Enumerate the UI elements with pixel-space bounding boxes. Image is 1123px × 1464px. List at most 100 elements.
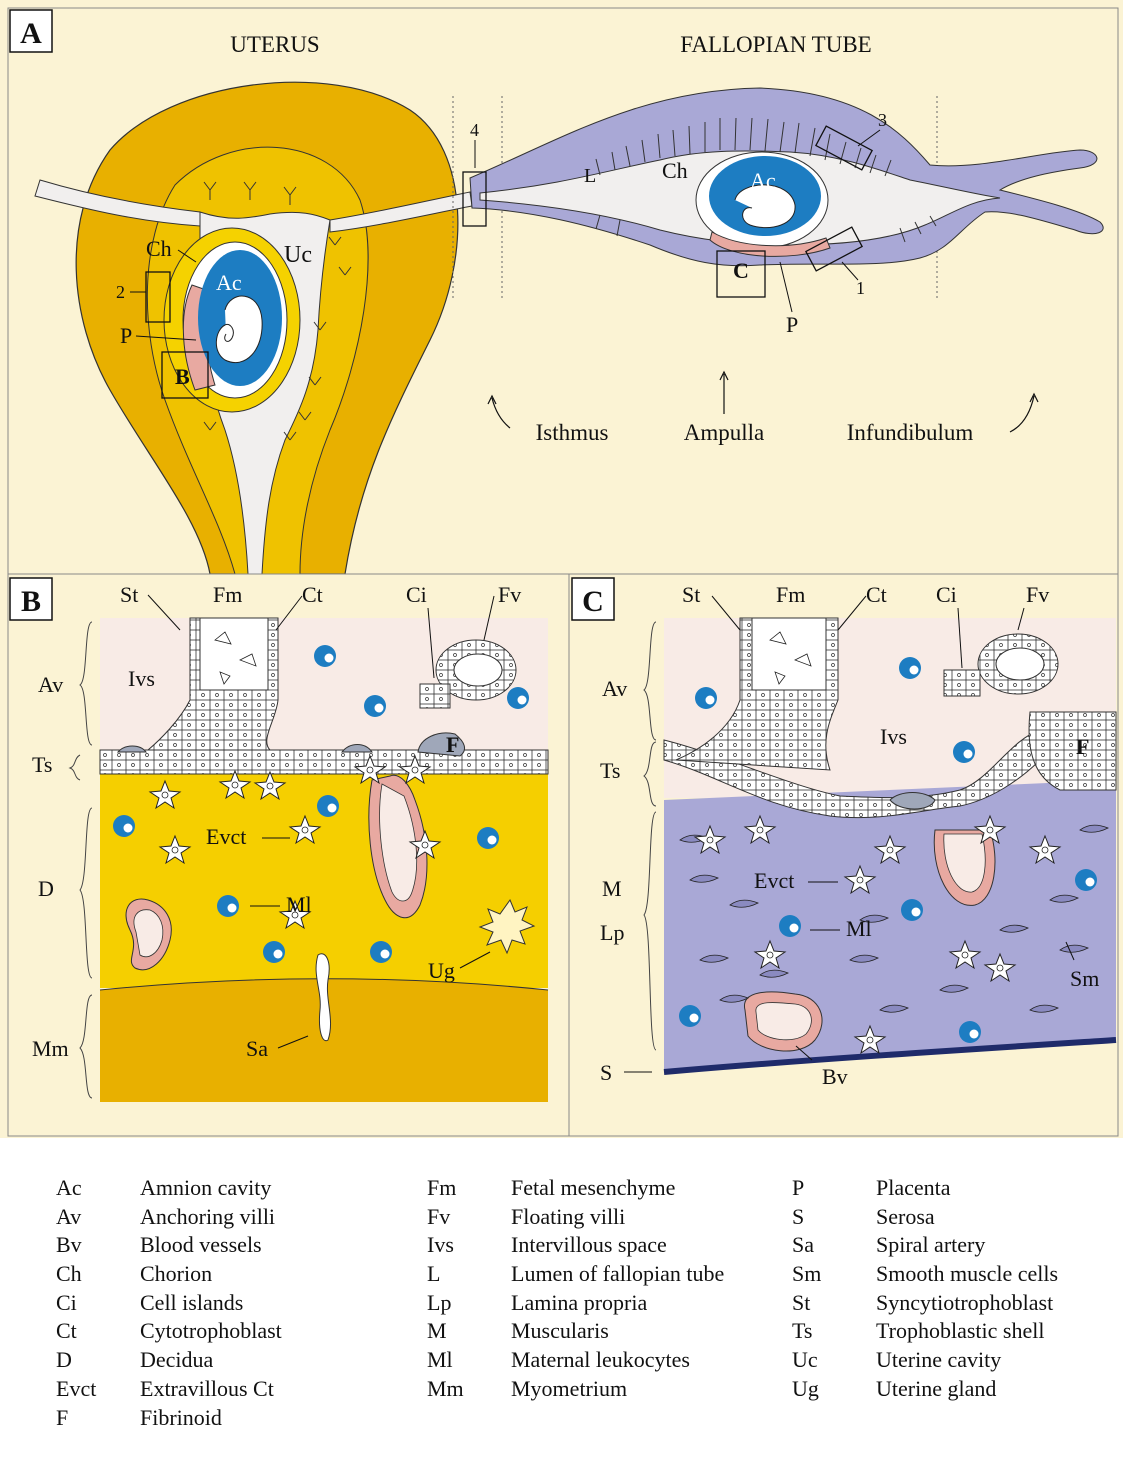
panel-c-letter: C: [582, 585, 604, 618]
legend-abbr: Uc: [792, 1346, 876, 1375]
legend-desc: Syncytiotrophoblast: [876, 1289, 1053, 1318]
uterus-title: UTERUS: [230, 32, 319, 57]
b-label-fv: Fv: [498, 582, 521, 607]
b-label-f: F: [446, 732, 459, 757]
legend-abbr: Mm: [427, 1375, 511, 1404]
c-label-ml: Ml: [846, 916, 872, 941]
b-label-fm: Fm: [213, 582, 242, 607]
c-label-bv: Bv: [822, 1064, 848, 1089]
diagram-artwork: A UTERUS FALLOPIAN TUBE: [0, 0, 1123, 1138]
panel-b-letter: B: [21, 585, 41, 618]
c-label-st: St: [682, 582, 700, 607]
label-p-uterus: P: [120, 323, 132, 348]
c-label-lp: Lp: [600, 920, 624, 945]
c-label-ts: Ts: [600, 758, 620, 783]
legend-desc: Muscularis: [511, 1317, 609, 1346]
legend-abbr: Bv: [56, 1231, 140, 1260]
legend-desc: Placenta: [876, 1174, 951, 1203]
legend-abbr: Evct: [56, 1375, 140, 1404]
c-label-s: S: [600, 1060, 612, 1085]
legend-row: MlMaternal leukocytes: [427, 1346, 724, 1375]
b-label-ci: Ci: [406, 582, 427, 607]
legend-desc: Cytotrophoblast: [140, 1317, 282, 1346]
c-muscularis: [664, 780, 1116, 1072]
legend-desc: Uterine gland: [876, 1375, 996, 1404]
legend-desc: Myometrium: [511, 1375, 627, 1404]
label-l: L: [584, 165, 596, 187]
label-ac-tube: Ac: [750, 168, 776, 193]
legend-abbr: L: [427, 1260, 511, 1289]
b-label-mm: Mm: [32, 1036, 69, 1061]
c-fetal-mesenchyme: [752, 618, 826, 690]
c-label-av: Av: [602, 676, 627, 701]
b-label-ct: Ct: [302, 582, 323, 607]
c-label-f: F: [1076, 734, 1089, 759]
b-fetal-mesenchyme: [200, 618, 268, 690]
legend-abbr: Ug: [792, 1375, 876, 1404]
legend-desc: Uterine cavity: [876, 1346, 1001, 1375]
legend-abbr: F: [56, 1404, 140, 1433]
legend-desc: Fetal mesenchyme: [511, 1174, 675, 1203]
label-2: 2: [116, 282, 125, 302]
b-label-ml: Ml: [286, 892, 312, 917]
b-label-evct: Evct: [206, 824, 246, 849]
legend-desc: Maternal leukocytes: [511, 1346, 690, 1375]
c-label-ct: Ct: [866, 582, 887, 607]
panel-a-letter: A: [20, 17, 42, 50]
legend-abbr: S: [792, 1203, 876, 1232]
label-box-c: C: [733, 258, 749, 283]
legend-abbr: D: [56, 1346, 140, 1375]
legend-abbr: Fv: [427, 1203, 511, 1232]
label-1: 1: [856, 278, 865, 298]
legend-desc: Spiral artery: [876, 1231, 985, 1260]
legend-row: DDecidua: [56, 1346, 282, 1375]
legend-column-1: AcAmnion cavity AvAnchoring villi BvBloo…: [56, 1174, 282, 1432]
legend-desc: Anchoring villi: [140, 1203, 275, 1232]
legend-desc: Decidua: [140, 1346, 213, 1375]
label-p-tube: P: [786, 312, 798, 337]
legend-abbr: St: [792, 1289, 876, 1318]
legend-desc: Amnion cavity: [140, 1174, 271, 1203]
legend-abbr: Sm: [792, 1260, 876, 1289]
legend-desc: Fibrinoid: [140, 1404, 222, 1433]
legend-desc: Lamina propria: [511, 1289, 647, 1318]
legend-desc: Smooth muscle cells: [876, 1260, 1058, 1289]
c-label-m: M: [602, 876, 622, 901]
legend-abbr: Ci: [56, 1289, 140, 1318]
legend-abbr: Lp: [427, 1289, 511, 1318]
legend-row: CtCytotrophoblast: [56, 1317, 282, 1346]
c-label-fv: Fv: [1026, 582, 1049, 607]
label-isthmus: Isthmus: [536, 420, 609, 445]
c-label-sm: Sm: [1070, 966, 1099, 991]
legend-desc: Serosa: [876, 1203, 935, 1232]
legend-abbr: P: [792, 1174, 876, 1203]
legend-row: UgUterine gland: [792, 1375, 1058, 1404]
legend-abbr: Ch: [56, 1260, 140, 1289]
tube-title: FALLOPIAN TUBE: [680, 32, 871, 57]
label-4: 4: [470, 120, 479, 140]
legend-abbr: Ivs: [427, 1231, 511, 1260]
panel-b: B: [8, 574, 569, 1136]
b-label-ug: Ug: [428, 958, 455, 983]
panel-c: C: [569, 574, 1118, 1136]
b-label-ts: Ts: [32, 752, 52, 777]
label-ch-tube: Ch: [662, 158, 688, 183]
legend-abbr: Ml: [427, 1346, 511, 1375]
